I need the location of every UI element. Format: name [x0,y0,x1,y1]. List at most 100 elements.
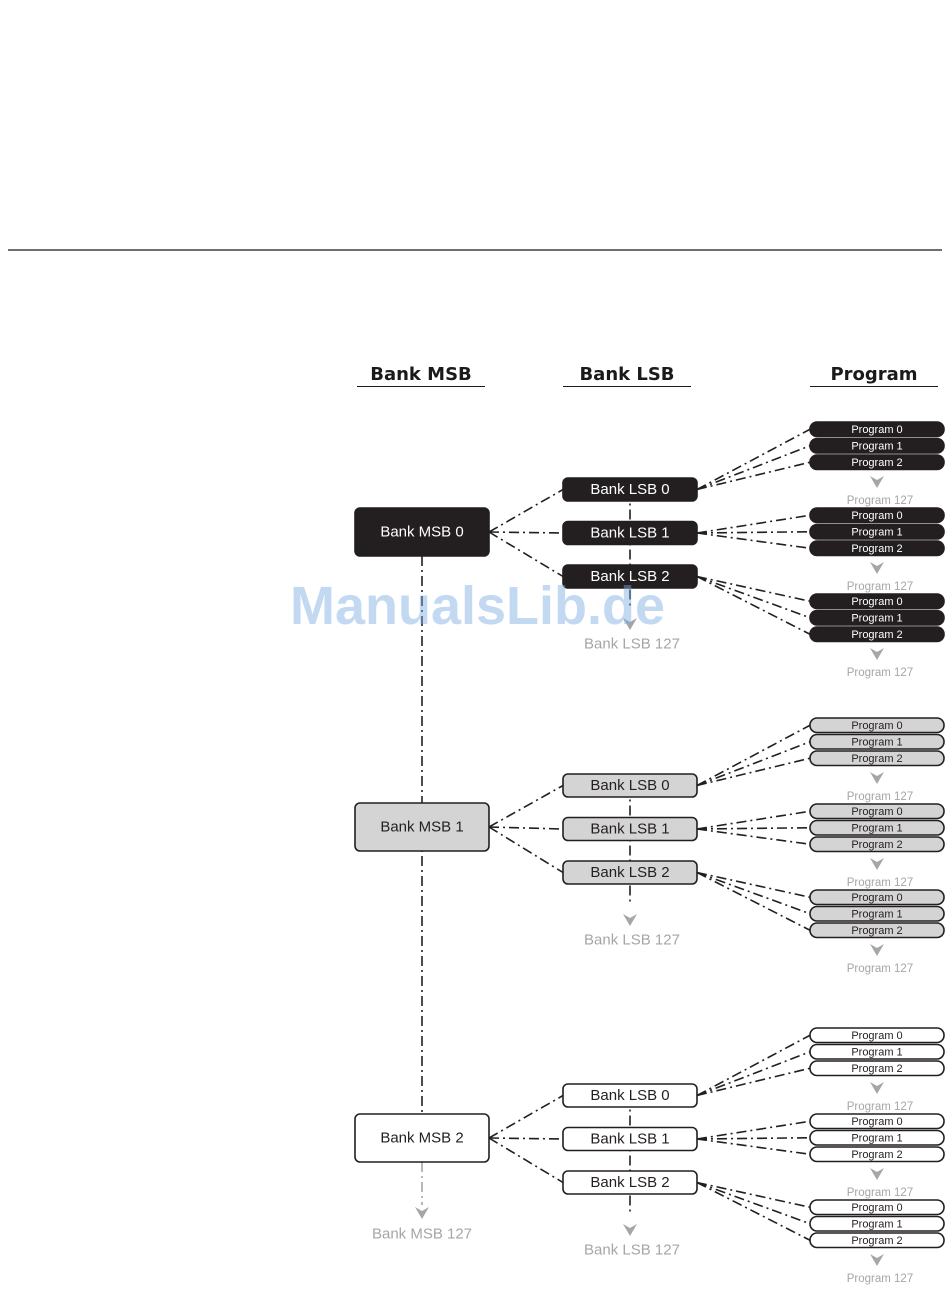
program-label-0-2-0: Program 0 [851,596,902,608]
msb-label-2: Bank MSB 2 [380,1130,463,1147]
lsb-label-1-0: Bank LSB 0 [590,777,669,794]
lsb-label-2-2: Bank LSB 2 [590,1174,669,1191]
msb-label-1: Bank MSB 1 [380,819,463,836]
program-box-0-0-0 [809,421,945,438]
program-label-2-2-0: Program 0 [851,1202,902,1214]
msb-box-0 [354,507,490,557]
program-more-arrow-0-0 [870,476,884,488]
program-box-1-2-0 [809,889,945,906]
lsb-to-program-link-1-2-1 [696,871,811,915]
lsb-label-2-0: Bank LSB 0 [590,1087,669,1104]
program-box-1-0-2 [809,750,945,767]
program-box-1-2-2 [809,922,945,939]
msb-to-lsb-link-1-2 [488,826,564,874]
lsb-to-program-link-2-1-2 [696,1138,811,1156]
lsb-to-program-link-0-2-2 [696,575,811,635]
lsb-to-program-link-0-1-0 [696,514,811,534]
lsb-label-1-2: Bank LSB 2 [590,864,669,881]
program-more-arrow-0-2 [870,648,884,660]
program-box-0-1-0 [809,507,945,524]
msb-to-lsb-link-0-1 [488,531,564,534]
program-label-0-0-0: Program 0 [851,424,902,436]
lsb-to-program-link-1-0-2 [696,757,811,787]
program-box-1-0-0 [809,717,945,734]
program-label-0-1-0: Program 0 [851,510,902,522]
lsb-more-label-1: Bank LSB 127 [584,932,680,949]
program-label-1-1-1: Program 1 [851,822,902,834]
program-label-1-0-2: Program 2 [851,753,902,765]
program-box-1-1-1 [809,819,945,836]
program-more-label-2-1: Program 127 [847,1187,913,1199]
lsb-to-program-link-0-0-2 [696,461,811,491]
program-box-1-1-2 [809,836,945,853]
lsb-label-0-0: Bank LSB 0 [590,481,669,498]
lsb-to-program-link-0-1-2 [696,532,811,550]
program-label-1-0-1: Program 1 [851,736,902,748]
program-more-arrow-1-1 [870,858,884,870]
program-label-1-1-0: Program 0 [851,806,902,818]
program-label-0-0-1: Program 1 [851,440,902,452]
program-box-1-2-1 [809,905,945,922]
program-label-1-2-2: Program 2 [851,925,902,937]
program-more-label-1-0: Program 127 [847,791,913,803]
program-more-label-1-2: Program 127 [847,963,913,975]
msb-label-0: Bank MSB 0 [380,524,463,541]
program-box-0-1-1 [809,523,945,540]
lsb-to-program-link-0-0-0 [696,428,811,491]
msb-more-label: Bank MSB 127 [372,1226,472,1243]
program-label-1-0-0: Program 0 [851,720,902,732]
program-label-2-1-2: Program 2 [851,1149,902,1161]
lsb-more-arrow-group-0 [623,618,637,630]
program-label-0-1-1: Program 1 [851,526,902,538]
watermark-text: ManualsLib.de [290,576,666,636]
msb-to-lsb-link-1-1 [488,826,564,830]
msb-to-lsb-link-0-2 [488,531,564,578]
program-more-label-0-2: Program 127 [847,667,913,679]
lsb-box-0-2 [562,564,698,589]
lsb-label-1-1: Bank LSB 1 [590,821,669,838]
program-label-1-2-0: Program 0 [851,892,902,904]
lsb-box-2-2 [562,1170,698,1195]
msb-more-arrow [415,1207,429,1219]
lsb-to-program-link-1-2-2 [696,871,811,931]
lsb-more-label-0: Bank LSB 127 [584,636,680,653]
lsb-label-0-1: Bank LSB 1 [590,525,669,542]
program-box-2-0-0 [809,1027,945,1044]
program-box-0-2-1 [809,609,945,626]
lsb-to-program-link-2-0-0 [696,1034,811,1097]
program-box-2-2-2 [809,1232,945,1249]
lsb-more-arrow-group-1 [623,914,637,926]
lsb-to-program-link-0-1-1 [696,530,811,534]
program-label-0-1-2: Program 2 [851,543,902,555]
program-box-0-2-0 [809,593,945,610]
program-box-0-2-2 [809,626,945,643]
lsb-to-program-link-2-0-1 [696,1051,811,1097]
msb-to-lsb-link-1-0 [488,784,564,828]
program-label-0-2-1: Program 1 [851,612,902,624]
lsb-box-1-1 [562,816,698,842]
program-box-0-0-1 [809,437,945,454]
column-header-program: Program [810,364,938,387]
lsb-to-program-link-2-2-2 [696,1181,811,1241]
lsb-to-program-link-2-2-1 [696,1181,811,1225]
program-label-2-1-0: Program 0 [851,1116,902,1128]
program-label-2-2-1: Program 1 [851,1218,902,1230]
program-more-arrow-1-2 [870,944,884,956]
lsb-box-0-1 [562,520,698,546]
column-header-bank-lsb: Bank LSB [563,364,691,387]
program-more-label-1-1: Program 127 [847,877,913,889]
program-box-2-1-0 [809,1113,945,1130]
program-label-2-2-2: Program 2 [851,1235,902,1247]
program-box-2-0-2 [809,1060,945,1077]
msb-box-2 [354,1113,490,1163]
program-box-0-1-2 [809,540,945,557]
lsb-label-2-1: Bank LSB 1 [590,1131,669,1148]
program-more-label-0-1: Program 127 [847,581,913,593]
program-box-2-1-1 [809,1129,945,1146]
program-box-2-2-1 [809,1215,945,1232]
lsb-box-1-0 [562,773,698,798]
msb-to-lsb-link-2-0 [488,1094,564,1139]
lsb-to-program-link-0-2-1 [696,575,811,619]
lsb-to-program-link-2-1-0 [696,1120,811,1140]
program-box-2-2-0 [809,1199,945,1216]
